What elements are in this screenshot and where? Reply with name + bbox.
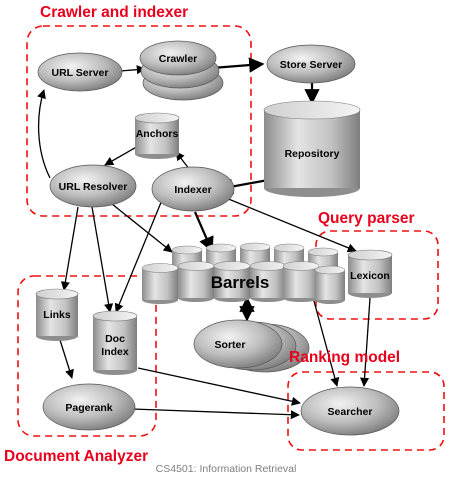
edge-urlresolver-urlserver <box>37 89 51 179</box>
doc-index-label-line2: Index <box>101 346 129 358</box>
url-resolver-node: URL Resolver <box>49 164 137 208</box>
barrels-label: Barrels <box>211 273 270 292</box>
edge-crawler-storeserver <box>211 57 265 73</box>
footer-caption: CS4501: Information Retrieval <box>156 463 297 475</box>
barrels-node: Barrels <box>141 242 346 304</box>
crawler-node: Crawler <box>139 40 224 101</box>
edge-anchors-urlresolver <box>104 144 141 166</box>
edge-indexer-docindex <box>114 199 163 313</box>
document-analyzer-region <box>17 275 157 437</box>
url-server-node: URL Server <box>37 52 123 92</box>
anchors-label: Anchors <box>136 128 179 140</box>
doc-index-node: Doc Index <box>92 310 138 375</box>
indexer-label: Indexer <box>174 184 211 196</box>
repository-label: Repository <box>285 148 340 160</box>
indexer-node: Indexer <box>151 166 235 212</box>
crawler-label: Crawler <box>159 53 198 65</box>
store-server-label: Store Server <box>280 59 342 71</box>
doc-index-label-line1: Doc <box>105 333 125 345</box>
query-parser-title: Query parser <box>318 210 415 227</box>
links-node: Links <box>35 288 79 341</box>
query-parser-region <box>315 230 439 320</box>
edge-barrels-searcher <box>310 289 340 387</box>
searcher-node: Searcher <box>300 386 400 436</box>
links-label: Links <box>43 309 71 321</box>
repository-node: Repository <box>263 100 361 197</box>
edge-urlresolver-links <box>60 206 79 291</box>
url-resolver-label: URL Resolver <box>59 181 128 193</box>
edge-lexicon-searcher <box>360 297 371 387</box>
edge-pagerank-searcher <box>131 408 300 420</box>
ranking-model-region <box>287 371 445 451</box>
searcher-label: Searcher <box>328 406 373 418</box>
crawler-indexer-title: Crawler and indexer <box>40 4 188 21</box>
edge-docindex-searcher <box>137 367 301 406</box>
sorter-label: Sorter <box>215 339 246 351</box>
url-server-label: URL Server <box>51 67 108 79</box>
pagerank-label: Pagerank <box>65 402 112 414</box>
lexicon-node: Lexicon <box>347 249 393 298</box>
edge-indexer-lexicon <box>225 197 357 253</box>
ranking-model-title: Ranking model <box>289 349 400 366</box>
edge-urlresolver-docindex <box>91 206 114 313</box>
lexicon-label: Lexicon <box>350 270 390 282</box>
edges <box>37 57 371 420</box>
edge-indexer-barrels <box>193 211 214 253</box>
barrels-front-row <box>141 261 346 304</box>
store-server-node: Store Server <box>266 44 356 84</box>
anchors-node: Anchors <box>134 112 180 159</box>
pagerank-node: Pagerank <box>42 383 136 431</box>
sorter-node: Sorter <box>193 319 310 373</box>
document-analyzer-title: Document Analyzer <box>4 448 148 465</box>
crawler-indexer-region <box>26 25 252 217</box>
edge-urlresolver-barrels <box>111 203 173 253</box>
edge-links-pagerank <box>59 339 74 379</box>
